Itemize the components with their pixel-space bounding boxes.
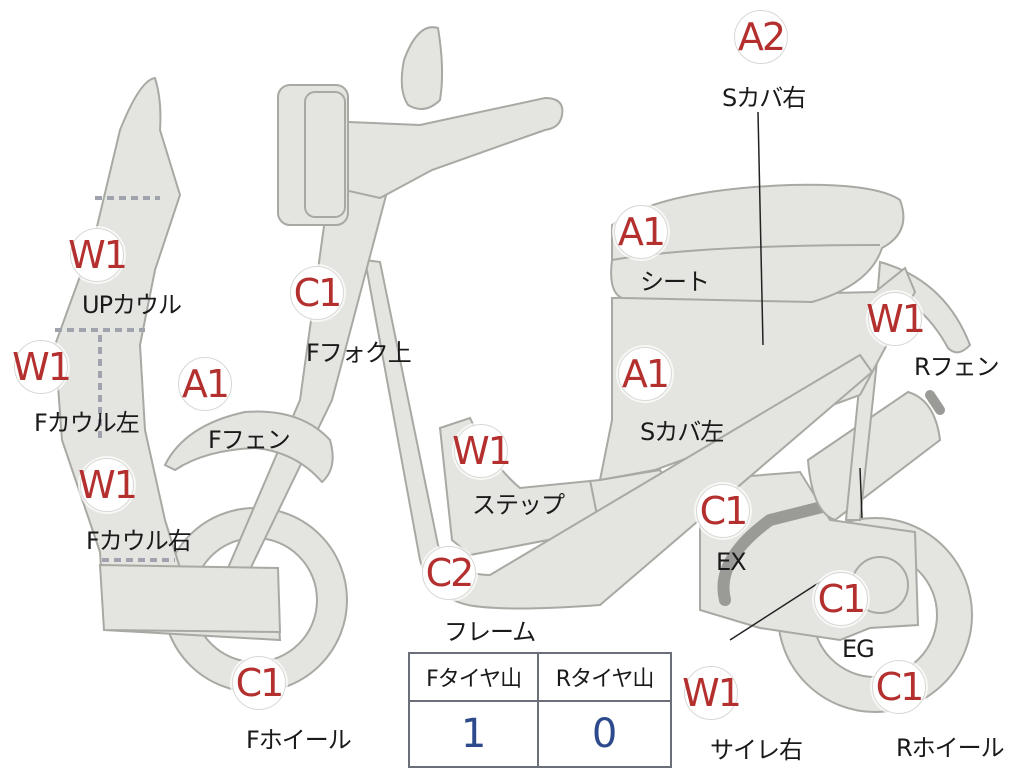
callout-label: Fカウル右 xyxy=(86,527,192,555)
leader-line-muffler xyxy=(729,581,821,641)
table-header-front-tire: Fタイヤ山 xyxy=(407,652,540,702)
callout-label: シート xyxy=(640,268,710,296)
callout-code-badge: A1 xyxy=(178,357,232,411)
headlight-lens xyxy=(304,91,346,218)
callout-code-badge: C1 xyxy=(814,572,868,626)
muffler-tip xyxy=(925,390,945,415)
side-cover xyxy=(598,266,917,482)
callout-label: EG xyxy=(842,635,875,663)
callout-code-badge: W1 xyxy=(452,424,512,478)
callout-label: Sカバ右 xyxy=(722,84,806,112)
callout-label: EX xyxy=(716,548,747,576)
mirror xyxy=(400,26,444,110)
callout-label: Rホイール xyxy=(896,734,1005,762)
callout-code-badge: W1 xyxy=(12,340,72,394)
callout-code-badge: W1 xyxy=(68,228,128,282)
table-header-rear-tire: Rタイヤ山 xyxy=(537,652,672,702)
callout-code-badge: A1 xyxy=(618,347,672,401)
callout-label: フレーム xyxy=(444,618,536,646)
table-value-rear-tire: 0 xyxy=(537,700,672,768)
callout-label: Fホイール xyxy=(246,726,352,754)
callout-code-badge: A1 xyxy=(614,205,668,259)
callout-label: Fフォク上 xyxy=(306,339,412,367)
muffler xyxy=(806,390,942,522)
front-cowl-bottom-panel xyxy=(98,563,282,634)
callout-label: ステップ xyxy=(472,491,565,519)
callout-label: サイレ右 xyxy=(710,736,803,764)
table-value-front-tire: 1 xyxy=(407,700,540,768)
callout-label: Sカバ左 xyxy=(640,418,724,446)
handlebar xyxy=(299,96,564,200)
callout-code-badge: C1 xyxy=(872,660,926,714)
callout-label: Fカウル左 xyxy=(34,409,140,437)
tire-tread-table: Fタイヤ山 Rタイヤ山 1 0 xyxy=(407,652,672,768)
callout-label: Rフェン xyxy=(914,353,1000,381)
callout-code-badge: C1 xyxy=(696,484,750,538)
callout-code-badge: W1 xyxy=(682,666,742,720)
exhaust-pipe xyxy=(717,494,856,606)
callout-label: UPカウル xyxy=(82,291,182,319)
leader-line-engine xyxy=(859,467,863,519)
callout-code-badge: C1 xyxy=(232,656,286,710)
seat xyxy=(610,183,905,304)
callout-code-badge: C1 xyxy=(290,266,344,320)
callout-code-badge: A2 xyxy=(734,10,788,64)
callout-code-badge: C2 xyxy=(422,546,476,600)
callout-label: Fフェン xyxy=(208,426,291,454)
leader-line-s-cover-right xyxy=(757,111,764,346)
callout-code-badge: W1 xyxy=(78,458,138,512)
callout-code-badge: W1 xyxy=(866,292,926,346)
front-fender xyxy=(163,410,334,484)
